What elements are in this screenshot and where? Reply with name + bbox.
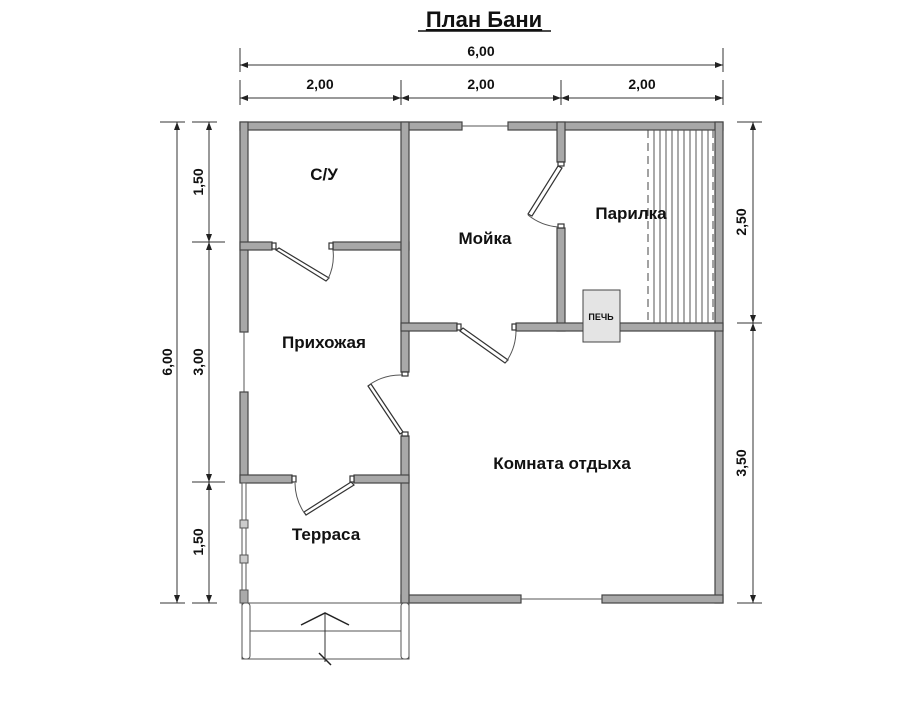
dim-top-total: 6,00 [467, 43, 494, 59]
room-rest: Комната отдыха [493, 454, 631, 473]
room-wc: С/У [310, 165, 338, 184]
dim-left-1: 1,50 [190, 168, 206, 195]
entrance-steps [241, 602, 410, 666]
dim-top-3: 2,00 [628, 76, 655, 92]
room-steam: Парилка [595, 204, 667, 223]
left-dimensions: 6,00 1,50 3,00 1,50 [159, 121, 225, 604]
dim-left-3: 1,50 [190, 528, 206, 555]
entry-arrow-icon [300, 612, 350, 626]
room-terrace: Терраса [292, 525, 361, 544]
doors [271, 161, 565, 516]
dim-top-1: 2,00 [306, 76, 333, 92]
stove-label: ПЕЧЬ [588, 312, 614, 322]
dim-top-2: 2,00 [467, 76, 494, 92]
dim-right-2: 3,50 [733, 449, 749, 476]
dim-left-2: 3,00 [190, 348, 206, 375]
dim-left-total: 6,00 [159, 348, 175, 375]
stove: ПЕЧЬ [582, 289, 621, 343]
steam-room-benches [647, 130, 714, 323]
room-washroom: Мойка [459, 229, 513, 248]
room-hallway: Прихожая [282, 333, 366, 352]
dim-right-1: 2,50 [733, 208, 749, 235]
top-dimensions: 6,00 2,00 2,00 2,00 [239, 43, 724, 105]
right-dimensions: 2,50 3,50 [733, 121, 762, 604]
plan-title: План Бани [426, 7, 542, 32]
